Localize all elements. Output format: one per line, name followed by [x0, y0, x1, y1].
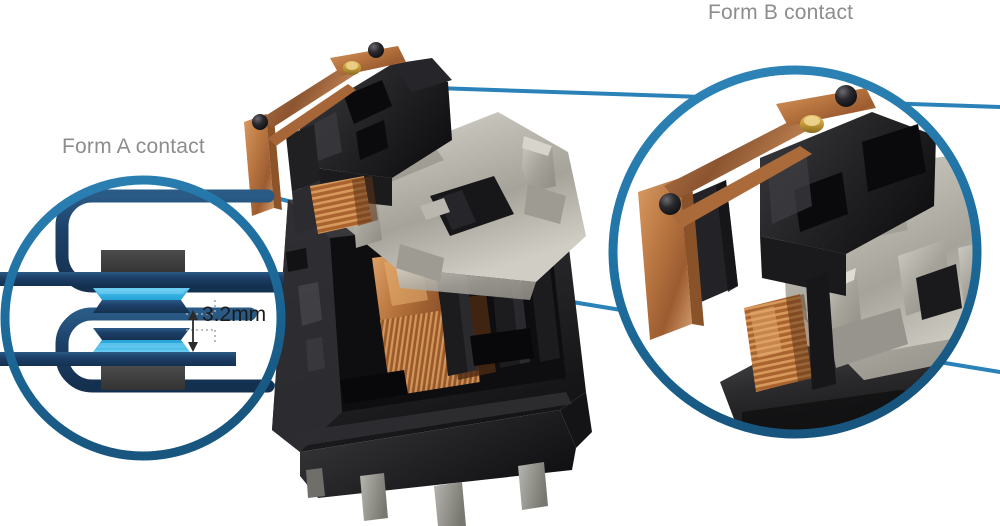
inset-rivet-upper — [835, 85, 857, 107]
terminal-blade-4 — [306, 468, 325, 498]
armature-window-bar — [420, 198, 450, 220]
armature-clip-textured — [524, 184, 566, 224]
inset-coil-shade — [786, 294, 816, 382]
form-b-ring — [608, 65, 982, 439]
form-a-label: Form A contact — [62, 135, 205, 158]
relay-left-rib-1 — [298, 282, 322, 326]
copper-blade-arm-2 — [268, 84, 356, 146]
contact-carrier-block-2 — [392, 58, 452, 92]
relay-base-slot-2 — [340, 370, 408, 404]
relay-terminals — [306, 462, 548, 526]
inset-brass-screw-top — [804, 116, 820, 126]
gap-dimension-label: 3.2mm — [202, 303, 267, 326]
relay-left-rib-2 — [306, 337, 325, 372]
inset-frame-post — [806, 272, 836, 390]
inset-pad-block-shade — [716, 180, 738, 292]
relay-photo — [244, 42, 592, 526]
contact-pad-block-upper — [286, 124, 320, 192]
inset-carrier-window — [862, 124, 926, 192]
form-a-ring — [0, 175, 286, 461]
armature-clip-textured-2 — [396, 244, 444, 282]
relay-base-rim — [296, 392, 572, 446]
contact-carrier-slot — [344, 80, 392, 124]
lower-backing-block — [101, 366, 185, 390]
inset-clip-right-dark — [916, 264, 962, 320]
pivot-rivet-upper — [368, 42, 384, 58]
dim-arrow-head-down — [188, 342, 198, 352]
inset-clip-textured — [828, 308, 908, 368]
blade-arm-lower — [55, 307, 275, 393]
inset-clip-far-right — [958, 238, 975, 306]
pivot-rivet-lower — [252, 114, 268, 130]
inset-copper-arm-2 — [672, 146, 812, 228]
copper-blade-arm — [262, 66, 356, 128]
upper-contact-pad-highlight — [96, 289, 186, 294]
form-b-label: Form B contact — [708, 1, 854, 24]
relay-base-slot-1 — [470, 328, 534, 366]
terminal-blade-1 — [360, 473, 388, 521]
lower-contact-pad-top — [93, 328, 190, 340]
lower-blade-bar — [0, 352, 236, 366]
terminal-blade-3 — [518, 462, 548, 510]
lower-contact-pad-highlight — [96, 343, 186, 348]
contact-carrier-dark-cut — [356, 120, 388, 160]
dim-arrow-head-up — [188, 310, 198, 320]
upper-contact-pad-base — [93, 300, 190, 313]
form-a-callout — [0, 175, 286, 461]
armature-clip-right-top — [522, 136, 552, 156]
inset-coil-highlight — [750, 306, 782, 358]
inset-copper-arm — [664, 118, 812, 200]
inset-rivet-lower — [659, 193, 681, 215]
relay-left-notch — [286, 248, 308, 272]
upper-blade-bar — [0, 272, 284, 286]
coil-spool-shade — [352, 176, 378, 226]
gap-dimension — [186, 300, 216, 352]
armature-window-tab — [438, 190, 476, 230]
terminal-blade-2 — [434, 482, 466, 526]
upper-backing-block — [101, 250, 185, 274]
brass-screw-top — [346, 62, 358, 70]
relay-base-right-face — [560, 392, 592, 448]
form-b-callout — [608, 65, 982, 439]
